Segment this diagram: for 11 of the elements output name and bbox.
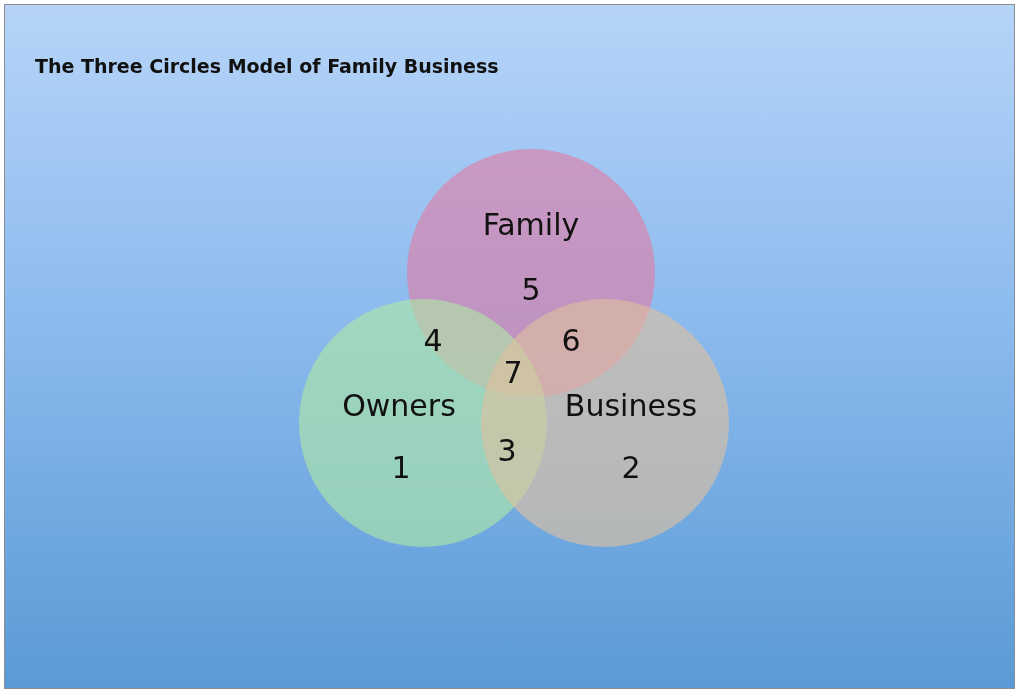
circle-title: Family xyxy=(482,210,580,240)
region-number: 6 xyxy=(561,326,581,356)
region-number: 3 xyxy=(497,436,517,466)
diagram-title: The Three Circles Model of Family Business xyxy=(35,55,499,77)
region-number: 5 xyxy=(521,275,541,305)
circle-title: Business xyxy=(564,391,698,421)
circle-title: Owners xyxy=(342,391,456,421)
region-number: 7 xyxy=(503,358,523,388)
region-number: 2 xyxy=(621,453,641,483)
region-number: 1 xyxy=(391,453,411,483)
region-number: 4 xyxy=(423,326,443,356)
